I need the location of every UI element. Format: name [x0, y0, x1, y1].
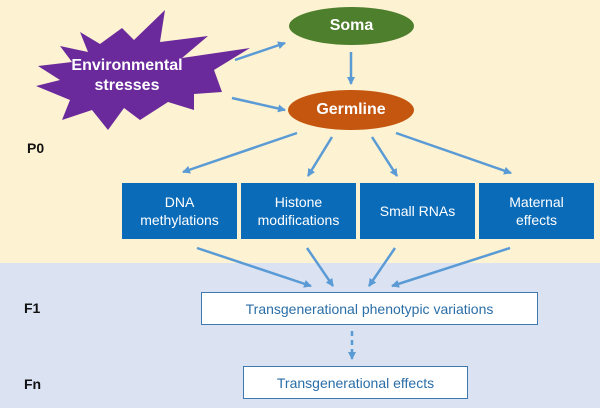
generation-label-p0: P0 — [27, 140, 45, 156]
mechanism-line1: DNA — [164, 194, 195, 210]
arrow-stress-to-germline — [231, 96, 286, 113]
arrow-germline-to-maternal — [395, 131, 512, 175]
arrow-germline-to-histone — [306, 136, 334, 177]
mechanism-dna-methylations: DNA methylations — [122, 183, 237, 239]
fn-outcome-label: Transgenerational effects — [276, 374, 435, 391]
soma-node: Soma — [289, 7, 414, 45]
mechanism-line1: Small RNAs — [379, 203, 456, 219]
germline-node: Germline — [288, 90, 414, 130]
mechanism-line1: Histone — [274, 194, 323, 210]
arrow-smallrna-to-f1 — [367, 247, 397, 287]
mechanism-histone-modifications: Histone modifications — [241, 183, 356, 239]
mechanism-line2: methylations — [140, 212, 219, 228]
environmental-stresses-label: Environmental stresses — [62, 56, 192, 96]
mechanism-line2: modifications — [257, 212, 340, 228]
soma-label: Soma — [329, 17, 374, 34]
fn-outcome-box: Transgenerational effects — [243, 366, 468, 399]
arrow-dna-to-f1 — [196, 246, 312, 288]
f1-outcome-box: Transgenerational phenotypic variations — [201, 292, 538, 325]
arrow-germline-to-dna — [182, 131, 298, 174]
germline-label: Germline — [316, 101, 386, 118]
mechanism-small-rnas: Small RNAs — [360, 183, 475, 239]
environmental-stresses-line2: stresses — [94, 77, 160, 94]
arrow-maternal-to-f1 — [391, 246, 511, 288]
arrow-stress-to-soma — [234, 41, 286, 62]
arrow-germline-to-smallrna — [370, 136, 399, 177]
mechanism-line2: effects — [516, 212, 557, 228]
environmental-stresses-line1: Environmental — [71, 57, 183, 74]
mechanism-line1: Maternal — [509, 194, 564, 210]
generation-label-f1: F1 — [24, 300, 41, 316]
f1-outcome-label: Transgenerational phenotypic variations — [245, 300, 494, 317]
environmental-stresses-starburst — [36, 10, 250, 130]
mechanism-maternal-effects: Maternal effects — [479, 183, 594, 239]
generation-label-fn: Fn — [24, 376, 42, 392]
arrow-histone-to-f1 — [305, 247, 335, 287]
